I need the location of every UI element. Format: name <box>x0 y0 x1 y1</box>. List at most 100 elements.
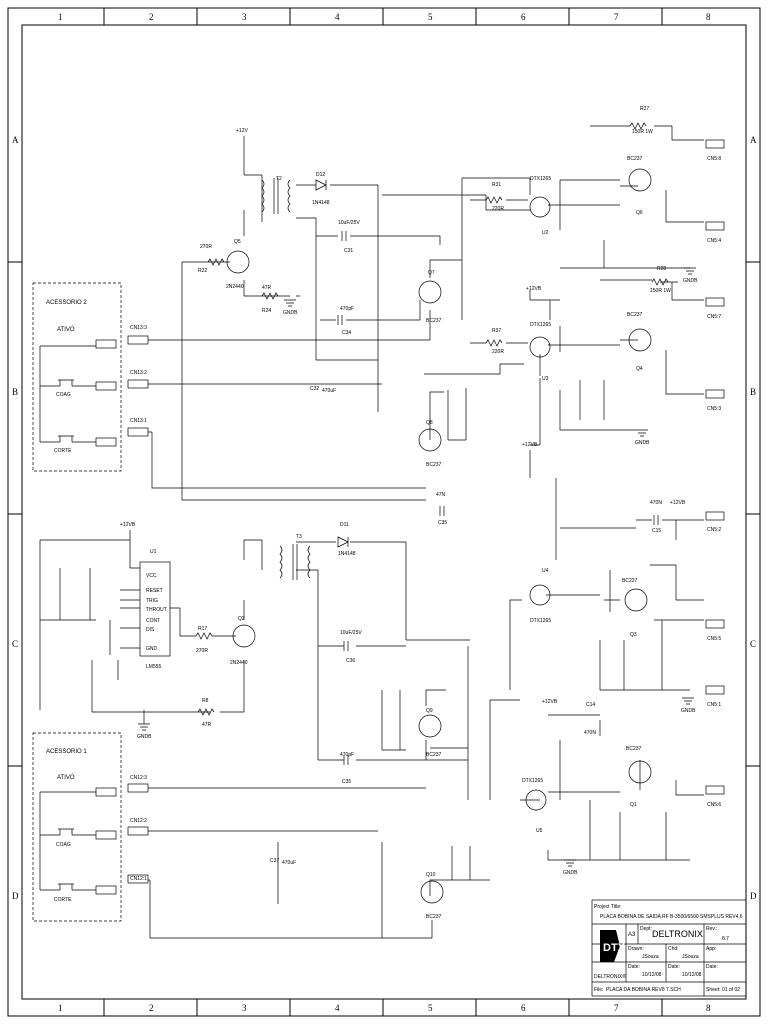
transistor-ref: Q8 <box>426 420 433 426</box>
app-label: App: <box>706 946 716 952</box>
col-label-top: 3 <box>242 12 247 22</box>
gnd-label: GNDB <box>635 440 650 446</box>
capacitor-ref: C36 <box>346 658 355 664</box>
acessorio-2-corte: CORTE <box>54 448 72 454</box>
resistor-value: 220R <box>492 349 504 355</box>
row-label-left: A <box>12 135 19 145</box>
connector-cn5-7: CN5:7 <box>707 314 721 320</box>
transistor-part: BC237 <box>626 746 642 752</box>
row-label-left: B <box>12 387 18 397</box>
resistor-ref: R22 <box>198 268 207 274</box>
power-12vb: +12VB <box>542 699 558 705</box>
acessorio-2-block: ACESSORIO 2 ATIVO COAG CORTE <box>32 282 122 472</box>
logo-caption: DELTRONIX® <box>594 973 626 980</box>
transistor-part: BC237 <box>426 914 442 920</box>
resistor-value: 47R <box>262 285 272 291</box>
power-12vb: +12VB <box>670 500 686 506</box>
acessorio-1-block: ACESSORIO 1 ATIVO COAG CORTE <box>32 732 122 922</box>
resistor-ref: R8 <box>202 698 209 704</box>
transistor-ref: Q6 <box>636 210 643 216</box>
capacitor-ref: C35 <box>342 779 351 785</box>
col-label-top: 2 <box>149 12 154 22</box>
col-label-top: 4 <box>335 12 340 22</box>
acessorio-1-title: ACESSORIO 1 <box>46 749 87 755</box>
gnd-label: GNDB <box>137 734 152 740</box>
ic-pin-cont: CONT <box>146 618 160 624</box>
deltronix-logo: DTX <box>600 930 626 962</box>
company-name: DELTRONIX <box>652 929 703 939</box>
connector-cn5-6: CN5:6 <box>707 802 721 808</box>
project-title: PLACA BOBINA DE SAIDA RF B-3500/6500 SMS… <box>600 914 743 920</box>
driver-part: DTX1265 <box>530 618 551 624</box>
capacitor-value: 470pF <box>340 306 354 312</box>
driver-ref: U2 <box>542 230 549 236</box>
transistor-part: BC237 <box>627 156 643 162</box>
col-label-bottom: 1 <box>58 1003 63 1013</box>
sheet-size: A3 <box>628 932 636 938</box>
driver-ref: U3 <box>542 376 549 382</box>
resistor-value: 47R <box>202 722 212 728</box>
column-ticks <box>8 8 760 1016</box>
ic-pin-vcc: VCC <box>146 573 157 579</box>
transistor-part: BC237 <box>426 752 442 758</box>
date-label: Date: <box>706 964 718 970</box>
power-12v: +12V <box>236 128 248 134</box>
connector-cn12-2: CN12:2 <box>130 818 147 824</box>
driver-ref: U5 <box>536 828 543 834</box>
capacitor-ref: C37 <box>270 858 279 864</box>
col-label-top: 5 <box>428 12 433 22</box>
ic-ref: U1 <box>150 549 157 555</box>
transistor-part: BC237 <box>622 578 638 584</box>
capacitor-value: 470pF <box>340 752 354 758</box>
transistor-ref: Q5 <box>234 239 241 245</box>
capacitor-value: 470uF <box>282 860 296 866</box>
connector-cn5-8: CN5:8 <box>707 156 721 162</box>
transistor-part: BC237 <box>426 462 442 468</box>
connector-cn12-1: CN12:1 <box>130 876 147 882</box>
chk-by: JSouza <box>682 954 699 960</box>
power-12vb: +12VB <box>522 442 538 448</box>
file-label: File: <box>594 987 603 993</box>
capacitor-ref: C32 <box>310 386 319 392</box>
rev-value: 8.7 <box>722 936 729 942</box>
component-labels: +12V +12VB +12VB +12VB +12VB +12VB R27 1… <box>120 106 686 920</box>
title-block-frame <box>591 899 747 997</box>
connector-cn13-3: CN13:3 <box>130 325 147 331</box>
sheet-number: 01 of 02 <box>722 987 740 993</box>
gnd-label: GNDB <box>283 310 298 316</box>
col-label-bottom: 6 <box>521 1003 526 1013</box>
transistor-ref: Q9 <box>426 708 433 714</box>
acessorio-2-title: ACESSORIO 2 <box>46 300 87 306</box>
inner-frame <box>21 24 747 1000</box>
capacitor-ref: C35 <box>438 520 447 526</box>
resistor-value: 270R <box>200 244 212 250</box>
resistor-ref: R28 <box>657 266 666 272</box>
acessorio-1-subtitle: ATIVO <box>57 775 75 781</box>
transistor-part: BC237 <box>426 318 442 324</box>
resistor-ref: R24 <box>262 308 271 314</box>
col-label-bottom: 2 <box>149 1003 154 1013</box>
capacitor-ref: C15 <box>652 528 661 534</box>
resistor-ref: R31 <box>492 182 501 188</box>
drawn-by: JSouza <box>642 954 659 960</box>
date-label: Date: <box>628 964 640 970</box>
col-label-bottom: 3 <box>242 1003 247 1013</box>
gnd-label: GNDB <box>683 278 698 284</box>
date-label: Date: <box>668 964 680 970</box>
transistor-ref: Q10 <box>426 872 436 878</box>
rev-label: Rev.: <box>706 926 717 932</box>
row-label-right: C <box>750 639 756 649</box>
connector-cn5-3: CN5:3 <box>707 406 721 412</box>
date-drawn: 10/12/08 <box>642 972 662 978</box>
resistor-value: 150R 1W <box>650 288 671 294</box>
dept-label: Dept: <box>640 926 652 932</box>
connector-cn12-3: CN12:3 <box>130 775 147 781</box>
capacitor-ref: C31 <box>344 248 353 254</box>
transformer-ref: T3 <box>296 534 302 540</box>
row-label-right: A <box>750 135 757 145</box>
driver-part: DTX1265 <box>530 322 551 328</box>
ic-pin-gnd: GND <box>146 646 158 652</box>
col-label-top: 6 <box>521 12 526 22</box>
ic-pin-throut: THROUT <box>146 607 167 613</box>
